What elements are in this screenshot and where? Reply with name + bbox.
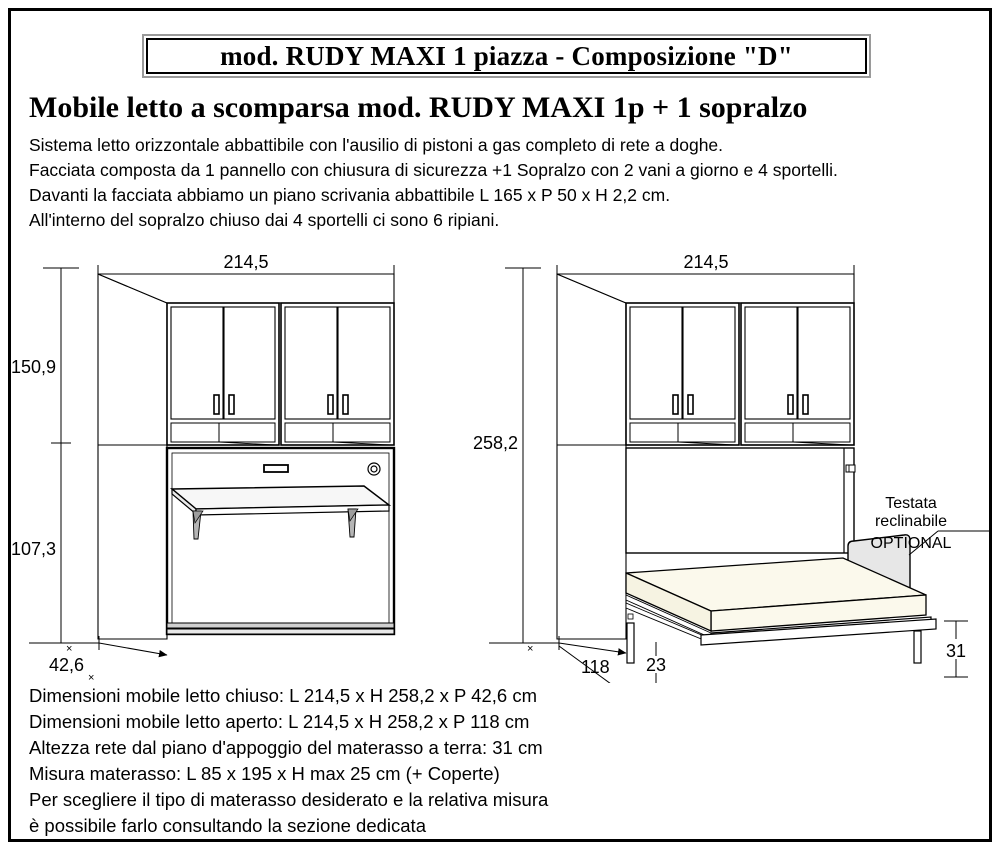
dim-lower-height-label: 107,3: [11, 539, 56, 559]
annotation-line-3: OPTIONAL: [871, 535, 952, 552]
title-box-inner: mod. RUDY MAXI 1 piazza - Composizione "…: [146, 38, 867, 74]
desk-bracket-gusset-icon: [192, 510, 204, 524]
headboard-annotation: Testata reclinabile OPTIONAL: [871, 495, 989, 556]
dim-depth-left: × 42,6 ×: [29, 636, 168, 683]
dim-open-depth: × 118: [489, 636, 627, 683]
dim-width-right-label: 214,5: [683, 252, 728, 272]
bed-cavity-open: [625, 447, 856, 554]
dim-heights-left: 150,9 107,3: [11, 267, 79, 644]
bed-legs: [626, 613, 922, 664]
door-handle-icon[interactable]: [213, 394, 220, 415]
cabinet-body-right: [556, 273, 855, 640]
desk-bracket-gusset-icon: [347, 508, 359, 522]
door-handle-icon[interactable]: [228, 394, 235, 415]
description-line-3: Davanti la facciata abbiamo un piano scr…: [29, 185, 671, 205]
upper-module-left-1: [166, 302, 280, 446]
bed-panel-closed: [165, 446, 396, 636]
description-block: Sistema letto orizzontale abbattibile co…: [29, 133, 989, 233]
door-handle-icon[interactable]: [672, 394, 679, 415]
page-title: mod. RUDY MAXI 1 piazza - Composizione "…: [220, 40, 793, 71]
mattress: [625, 557, 927, 633]
drawing-sheet: mod. RUDY MAXI 1 piazza - Composizione "…: [8, 8, 992, 842]
bed-leg-icon: [626, 622, 635, 664]
specifications-block: Dimensioni mobile letto chiuso: L 214,5 …: [29, 683, 729, 839]
product-heading: Mobile letto a scomparsa mod. RUDY MAXI …: [29, 91, 808, 124]
description-line-4: All'interno del sopralzo chiuso dai 4 sp…: [29, 210, 500, 230]
tick-mark-x: ×: [88, 672, 94, 683]
open-view-drawing: 214,5 258,2: [473, 252, 989, 683]
upper-module-right-2: [740, 302, 855, 446]
spec-line-4: Misura materasso: L 85 x 195 x H max 25 …: [29, 763, 500, 784]
description-line-2: Facciata composta da 1 pannello con chiu…: [29, 160, 838, 180]
spec-line-1: Dimensioni mobile letto chiuso: L 214,5 …: [29, 685, 537, 706]
door-handle-icon[interactable]: [787, 394, 794, 415]
tick-mark-x: ×: [66, 643, 72, 655]
technical-drawings: 214,5 150,9 107,3: [11, 243, 989, 683]
door-handle-icon[interactable]: [327, 394, 334, 415]
spec-line-2: Dimensioni mobile letto aperto: L 214,5 …: [29, 711, 530, 732]
spec-line-6: è possibile farlo consultando la sezione…: [29, 815, 426, 836]
upper-module-right-1: [625, 302, 740, 446]
dim-total-height: 258,2: [473, 267, 541, 644]
door-handle-icon[interactable]: [687, 394, 694, 415]
side-handle-icon[interactable]: [845, 464, 856, 473]
dim-bed-height: 31: [944, 620, 968, 678]
panel-handle-icon[interactable]: [263, 464, 289, 473]
tick-mark-x: ×: [527, 643, 533, 655]
annotation-line-2: reclinabile: [875, 513, 947, 530]
dim-base-height: 23: [646, 642, 666, 683]
annotation-line-1: Testata: [885, 495, 937, 512]
bed-leg-icon: [913, 630, 922, 664]
dim-base-height-label: 23: [646, 655, 666, 675]
dim-upper-height-label: 150,9: [11, 357, 56, 377]
dim-bed-height-label: 31: [946, 641, 966, 661]
door-handle-icon[interactable]: [802, 394, 809, 415]
spec-line-5: Per scegliere il tipo di materasso desid…: [29, 789, 549, 810]
cabinet-body-left: [97, 273, 395, 640]
lock-inner-icon: [370, 465, 378, 473]
dim-width-left-label: 214,5: [223, 252, 268, 272]
dim-depth-left-label: 42,6: [49, 655, 84, 675]
upper-module-left-2: [280, 302, 395, 446]
dim-open-depth-label: 118: [581, 657, 610, 677]
door-handle-icon[interactable]: [342, 394, 349, 415]
description-line-1: Sistema letto orizzontale abbattibile co…: [29, 135, 724, 155]
bed-base-rete: [625, 594, 937, 646]
title-box: mod. RUDY MAXI 1 piazza - Composizione "…: [142, 34, 871, 78]
desk-surface: [169, 485, 392, 540]
spec-line-3: Altezza rete dal piano d'appoggio del ma…: [29, 737, 543, 758]
dim-total-height-label: 258,2: [473, 433, 518, 453]
closed-view-drawing: 214,5 150,9 107,3: [11, 252, 396, 683]
